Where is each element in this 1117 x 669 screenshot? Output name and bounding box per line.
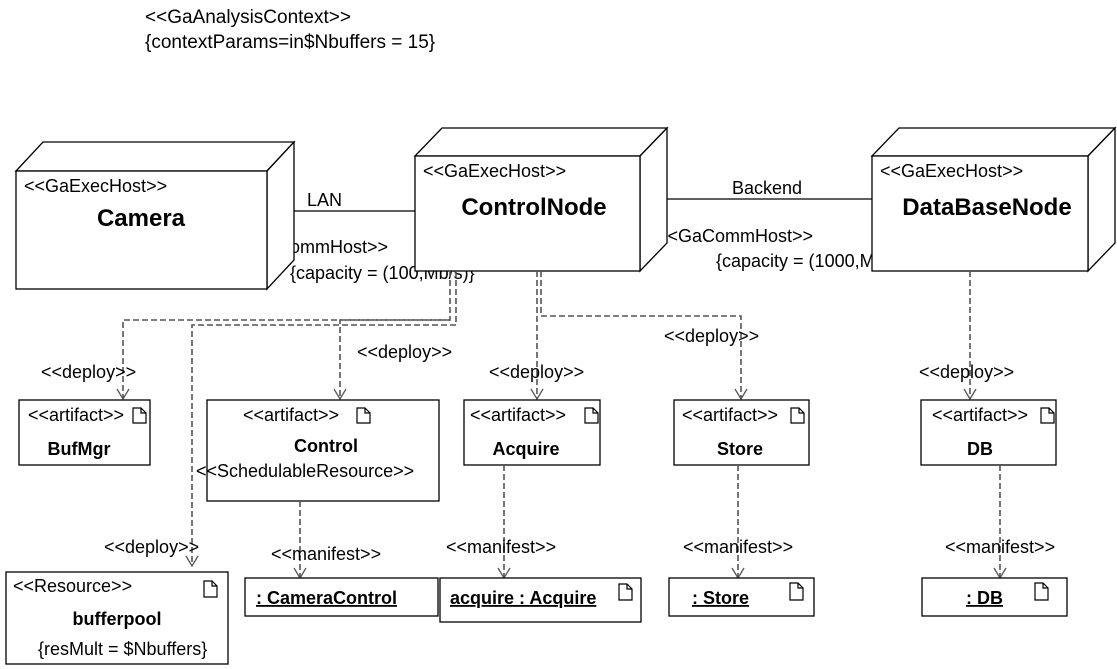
control-node-name: ControlNode — [461, 194, 606, 221]
artifact-acquire-name: Acquire — [492, 439, 559, 459]
camera-name: Camera — [97, 205, 186, 232]
document-icon — [618, 583, 633, 601]
document-icon — [584, 407, 599, 424]
database-node-stereotype: <<GaExecHost>> — [880, 161, 1023, 181]
deploy-label-control: <<deploy>> — [357, 342, 452, 362]
document-icon — [356, 407, 371, 424]
context-stereotype: <<GaAnalysisContext>> — [145, 7, 351, 28]
artifact-db-stereotype: <<artifact>> — [932, 405, 1028, 425]
instance-bufferpool[interactable]: <<Resource>> bufferpool {resMult = $Nbuf… — [5, 571, 229, 665]
deploy-label-bufmgr: <<deploy>> — [41, 362, 136, 382]
artifact-control-name: Control — [294, 436, 358, 456]
instance-store[interactable]: : Store — [668, 577, 815, 617]
document-icon — [203, 580, 218, 598]
backend-label: Backend — [732, 178, 802, 198]
artifact-store[interactable]: <<artifact>> Store — [673, 399, 810, 466]
control-node-stereotype: <<GaExecHost>> — [423, 161, 566, 181]
artifact-control-stereotype: <<artifact>> — [243, 405, 339, 425]
node-camera[interactable]: <<GaExecHost>> Camera — [14, 140, 296, 291]
backend-capacity: {capacity = (1000,Mb/s)} — [716, 251, 911, 271]
camera-stereotype: <<GaExecHost>> — [24, 176, 167, 196]
deploy-label-bufferpool: <<deploy>> — [104, 537, 199, 557]
database-node-name: DataBaseNode — [902, 194, 1071, 221]
deploy-label-acquire: <<deploy>> — [489, 362, 584, 382]
document-icon — [1040, 407, 1055, 424]
bufferpool-tag: {resMult = $Nbuffers} — [38, 639, 207, 659]
artifact-bufmgr[interactable]: <<artifact>> BufMgr — [18, 399, 151, 466]
instance-acquire[interactable]: acquire : Acquire — [439, 577, 642, 623]
artifact-store-name: Store — [717, 439, 763, 459]
manifest-dependencies — [293, 465, 1007, 580]
backend-stereotype: <<GaCommHost>> — [657, 226, 813, 246]
document-icon — [132, 407, 147, 424]
artifact-store-stereotype: <<artifact>> — [682, 405, 778, 425]
artifact-acquire[interactable]: <<artifact>> Acquire — [463, 399, 601, 466]
artifact-control-schedulable: <<SchedulableResource>> — [196, 461, 414, 481]
artifact-bufmgr-stereotype: <<artifact>> — [28, 405, 124, 425]
manifest-label-db: <<manifest>> — [945, 537, 1055, 557]
artifact-bufmgr-name: BufMgr — [48, 439, 111, 459]
artifact-control[interactable]: <<artifact>> Control <<SchedulableResour… — [196, 399, 440, 502]
acquire-instance-name: acquire : Acquire — [450, 588, 596, 608]
node-database[interactable]: <<GaExecHost>> DataBaseNode — [870, 126, 1117, 273]
instance-db[interactable]: : DB — [921, 577, 1068, 617]
artifact-db-name: DB — [967, 439, 993, 459]
artifact-acquire-stereotype: <<artifact>> — [470, 405, 566, 425]
artifact-db[interactable]: <<artifact>> DB — [920, 399, 1057, 466]
deploy-dependencies — [116, 271, 977, 568]
analysis-context: <<GaAnalysisContext>> {contextParams=in$… — [145, 7, 435, 53]
manifest-label-acquire: <<manifest>> — [446, 537, 556, 557]
bufferpool-name: bufferpool — [73, 609, 162, 629]
db-instance-name: : DB — [966, 588, 1003, 608]
document-icon — [790, 407, 805, 424]
lan-label: LAN — [307, 190, 342, 210]
node-control[interactable]: <<GaExecHost>> ControlNode — [413, 126, 669, 273]
context-params: {contextParams=in$Nbuffers = 15} — [145, 32, 435, 53]
manifest-label-control: <<manifest>> — [271, 544, 381, 564]
instance-camera-control[interactable]: : CameraControl — [244, 577, 439, 617]
deploy-label-store: <<deploy>> — [664, 326, 759, 346]
document-icon — [1034, 582, 1049, 601]
camera-control-name: : CameraControl — [256, 588, 397, 608]
manifest-label-store: <<manifest>> — [683, 537, 793, 557]
document-icon — [789, 582, 804, 601]
store-instance-name: : Store — [692, 588, 749, 608]
deploy-label-db: <<deploy>> — [919, 362, 1014, 382]
bufferpool-stereotype: <<Resource>> — [13, 576, 132, 596]
